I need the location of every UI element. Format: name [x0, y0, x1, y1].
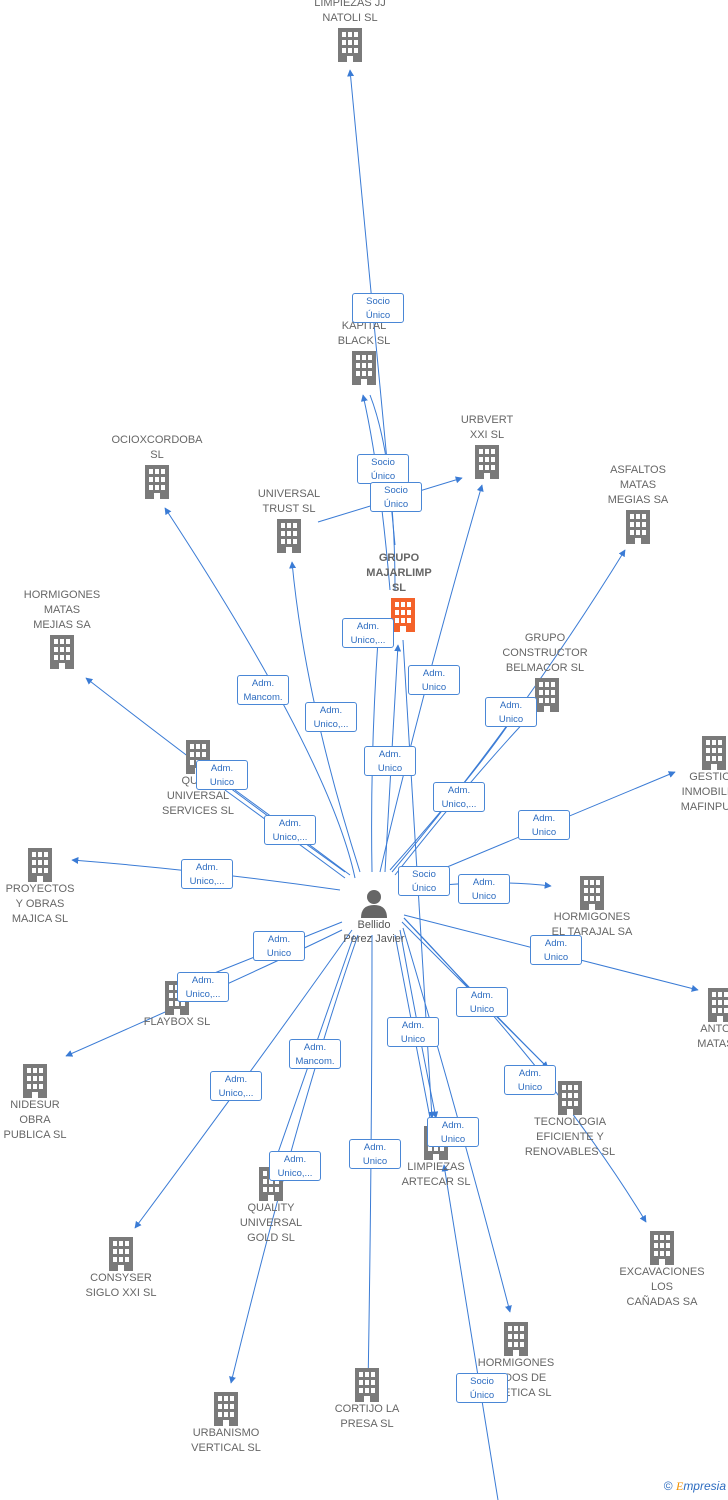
relation-badge[interactable]: Adm. Unico — [427, 1117, 479, 1147]
company-label: URBVERT XXI SL — [460, 414, 514, 441]
relation-badge[interactable]: Adm. Unico — [364, 746, 416, 776]
company-node[interactable]: PROYECTOS Y OBRAS MAJICA SL — [0, 846, 100, 927]
company-node[interactable]: EXCAVACIONES LOS CAÑADAS SA — [602, 1229, 722, 1310]
relation-badge[interactable]: Adm. Unico — [530, 935, 582, 965]
company-node[interactable]: GESTION INMOBILIA... MAFINPUR... — [654, 734, 728, 815]
company-node[interactable]: CONSYSER SIGLO XXI SL — [61, 1235, 181, 1301]
building-icon — [708, 988, 728, 1022]
building-icon — [338, 28, 362, 62]
person-node[interactable]: Bellido Perez Javier — [329, 888, 419, 946]
relation-badge[interactable]: Adm. Unico,... — [342, 618, 394, 648]
relation-badge[interactable]: Adm. Unico — [408, 665, 460, 695]
relation-badge[interactable]: Adm. Unico,... — [269, 1151, 321, 1181]
company-label: FLAYBOX SL — [143, 1016, 211, 1028]
relation-badge[interactable]: Socio Único — [456, 1373, 508, 1403]
building-icon — [277, 519, 301, 553]
company-label: QUALITY UNIVERSAL GOLD SL — [239, 1202, 303, 1244]
relation-badge[interactable]: Adm. Unico,... — [181, 859, 233, 889]
building-icon — [145, 465, 169, 499]
relation-badge[interactable]: Adm. Unico,... — [433, 782, 485, 812]
company-label: CONSYSER SIGLO XXI SL — [85, 1272, 157, 1299]
copyright-symbol: © — [663, 1479, 673, 1493]
relation-badge[interactable]: Adm. Unico — [458, 874, 510, 904]
relation-badge[interactable]: Adm. Unico — [504, 1065, 556, 1095]
company-label: HORMIGONES MATAS MEJIAS SA — [23, 589, 101, 631]
building-icon — [558, 1081, 582, 1115]
company-label: PROYECTOS Y OBRAS MAJICA SL — [5, 883, 75, 925]
relation-badge[interactable]: Adm. Unico — [456, 987, 508, 1017]
relation-badge[interactable]: Adm. Unico,... — [210, 1071, 262, 1101]
brand-initial: E — [675, 1479, 684, 1493]
company-label: EXCAVACIONES LOS CAÑADAS SA — [619, 1266, 705, 1308]
company-node[interactable]: URBANISMO VERTICAL SL — [166, 1390, 286, 1456]
company-label: CORTIJO LA PRESA SL — [334, 1403, 400, 1430]
building-icon — [50, 635, 74, 669]
relation-badge[interactable]: Adm. Unico,... — [305, 702, 357, 732]
relation-badge[interactable]: Adm. Mancom. — [237, 675, 289, 705]
company-label: LIMPIEZAS JJ NATOLI SL — [314, 0, 386, 24]
company-node[interactable]: CORTIJO LA PRESA SL — [307, 1366, 427, 1432]
company-label: TECNOLOGIA EFICIENTE Y RENOVABLES SL — [524, 1116, 616, 1158]
company-label: URBANISMO VERTICAL SL — [191, 1427, 261, 1454]
company-label: ANTO... MATAS... — [697, 1023, 728, 1050]
building-icon — [109, 1237, 133, 1271]
relation-badge[interactable]: Adm. Mancom. — [289, 1039, 341, 1069]
company-label: ASFALTOS MATAS MEGIAS SA — [607, 464, 669, 506]
person-name: Bellido Perez Javier — [343, 919, 405, 945]
relation-badge[interactable]: Adm. Unico — [387, 1017, 439, 1047]
relation-badge[interactable]: Adm. Unico — [196, 760, 248, 790]
relation-badge[interactable]: Socio Único — [357, 454, 409, 484]
company-node[interactable]: URBVERT XXI SL — [427, 413, 547, 479]
building-icon — [391, 598, 415, 632]
relation-badge[interactable]: Socio Único — [398, 866, 450, 896]
building-icon — [650, 1231, 674, 1265]
relation-badge[interactable]: Adm. Unico — [253, 931, 305, 961]
building-icon — [23, 1064, 47, 1098]
company-node[interactable]: NIDESUR OBRA PUBLICA SL — [0, 1062, 95, 1143]
relation-badge[interactable]: Socio Único — [352, 293, 404, 323]
company-node[interactable]: UNIVERSAL TRUST SL — [229, 487, 349, 553]
building-icon — [535, 678, 559, 712]
company-label: NIDESUR OBRA PUBLICA SL — [3, 1099, 67, 1141]
company-node[interactable]: TECNOLOGIA EFICIENTE Y RENOVABLES SL — [510, 1079, 630, 1160]
building-icon — [580, 876, 604, 910]
company-node[interactable]: HORMIGONES EL TARAJAL SA — [532, 874, 652, 940]
building-icon — [504, 1322, 528, 1356]
company-label: LIMPIEZAS ARTECAR SL — [401, 1161, 471, 1188]
relation-badge[interactable]: Adm. Unico — [485, 697, 537, 727]
company-label: GESTION INMOBILIA... MAFINPUR... — [680, 771, 728, 813]
building-icon — [214, 1392, 238, 1426]
company-node[interactable]: LIMPIEZAS JJ NATOLI SL — [290, 0, 410, 62]
brand-logo: © Empresia — [664, 1479, 726, 1494]
building-icon — [702, 736, 726, 770]
brand-name: mpresia — [683, 1479, 726, 1493]
person-icon — [361, 890, 387, 918]
relation-badge[interactable]: Socio Único — [370, 482, 422, 512]
building-icon — [352, 351, 376, 385]
company-node[interactable]: ANTO... MATAS... — [660, 986, 728, 1052]
company-label: GRUPO MAJARLIMP SL — [366, 552, 432, 594]
company-node[interactable]: GRUPO CONSTRUCTOR BELMACOR SL — [485, 631, 605, 712]
company-label: GRUPO CONSTRUCTOR BELMACOR SL — [502, 632, 588, 674]
relation-badge[interactable]: Adm. Unico,... — [264, 815, 316, 845]
company-label: UNIVERSAL TRUST SL — [257, 488, 321, 515]
relation-badge[interactable]: Adm. Unico — [349, 1139, 401, 1169]
building-icon — [475, 445, 499, 479]
company-node[interactable]: ASFALTOS MATAS MEGIAS SA — [578, 463, 698, 544]
building-icon — [355, 1368, 379, 1402]
company-label: OCIOXCORDOBA SL — [111, 434, 203, 461]
building-icon — [28, 848, 52, 882]
building-icon — [626, 510, 650, 544]
relation-badge[interactable]: Adm. Unico,... — [177, 972, 229, 1002]
company-node-focus[interactable]: GRUPO MAJARLIMP SL — [339, 551, 459, 632]
relation-badge[interactable]: Adm. Unico — [518, 810, 570, 840]
company-node[interactable]: HORMIGONES MATAS MEJIAS SA — [2, 588, 122, 669]
company-node[interactable]: OCIOXCORDOBA SL — [97, 433, 217, 499]
